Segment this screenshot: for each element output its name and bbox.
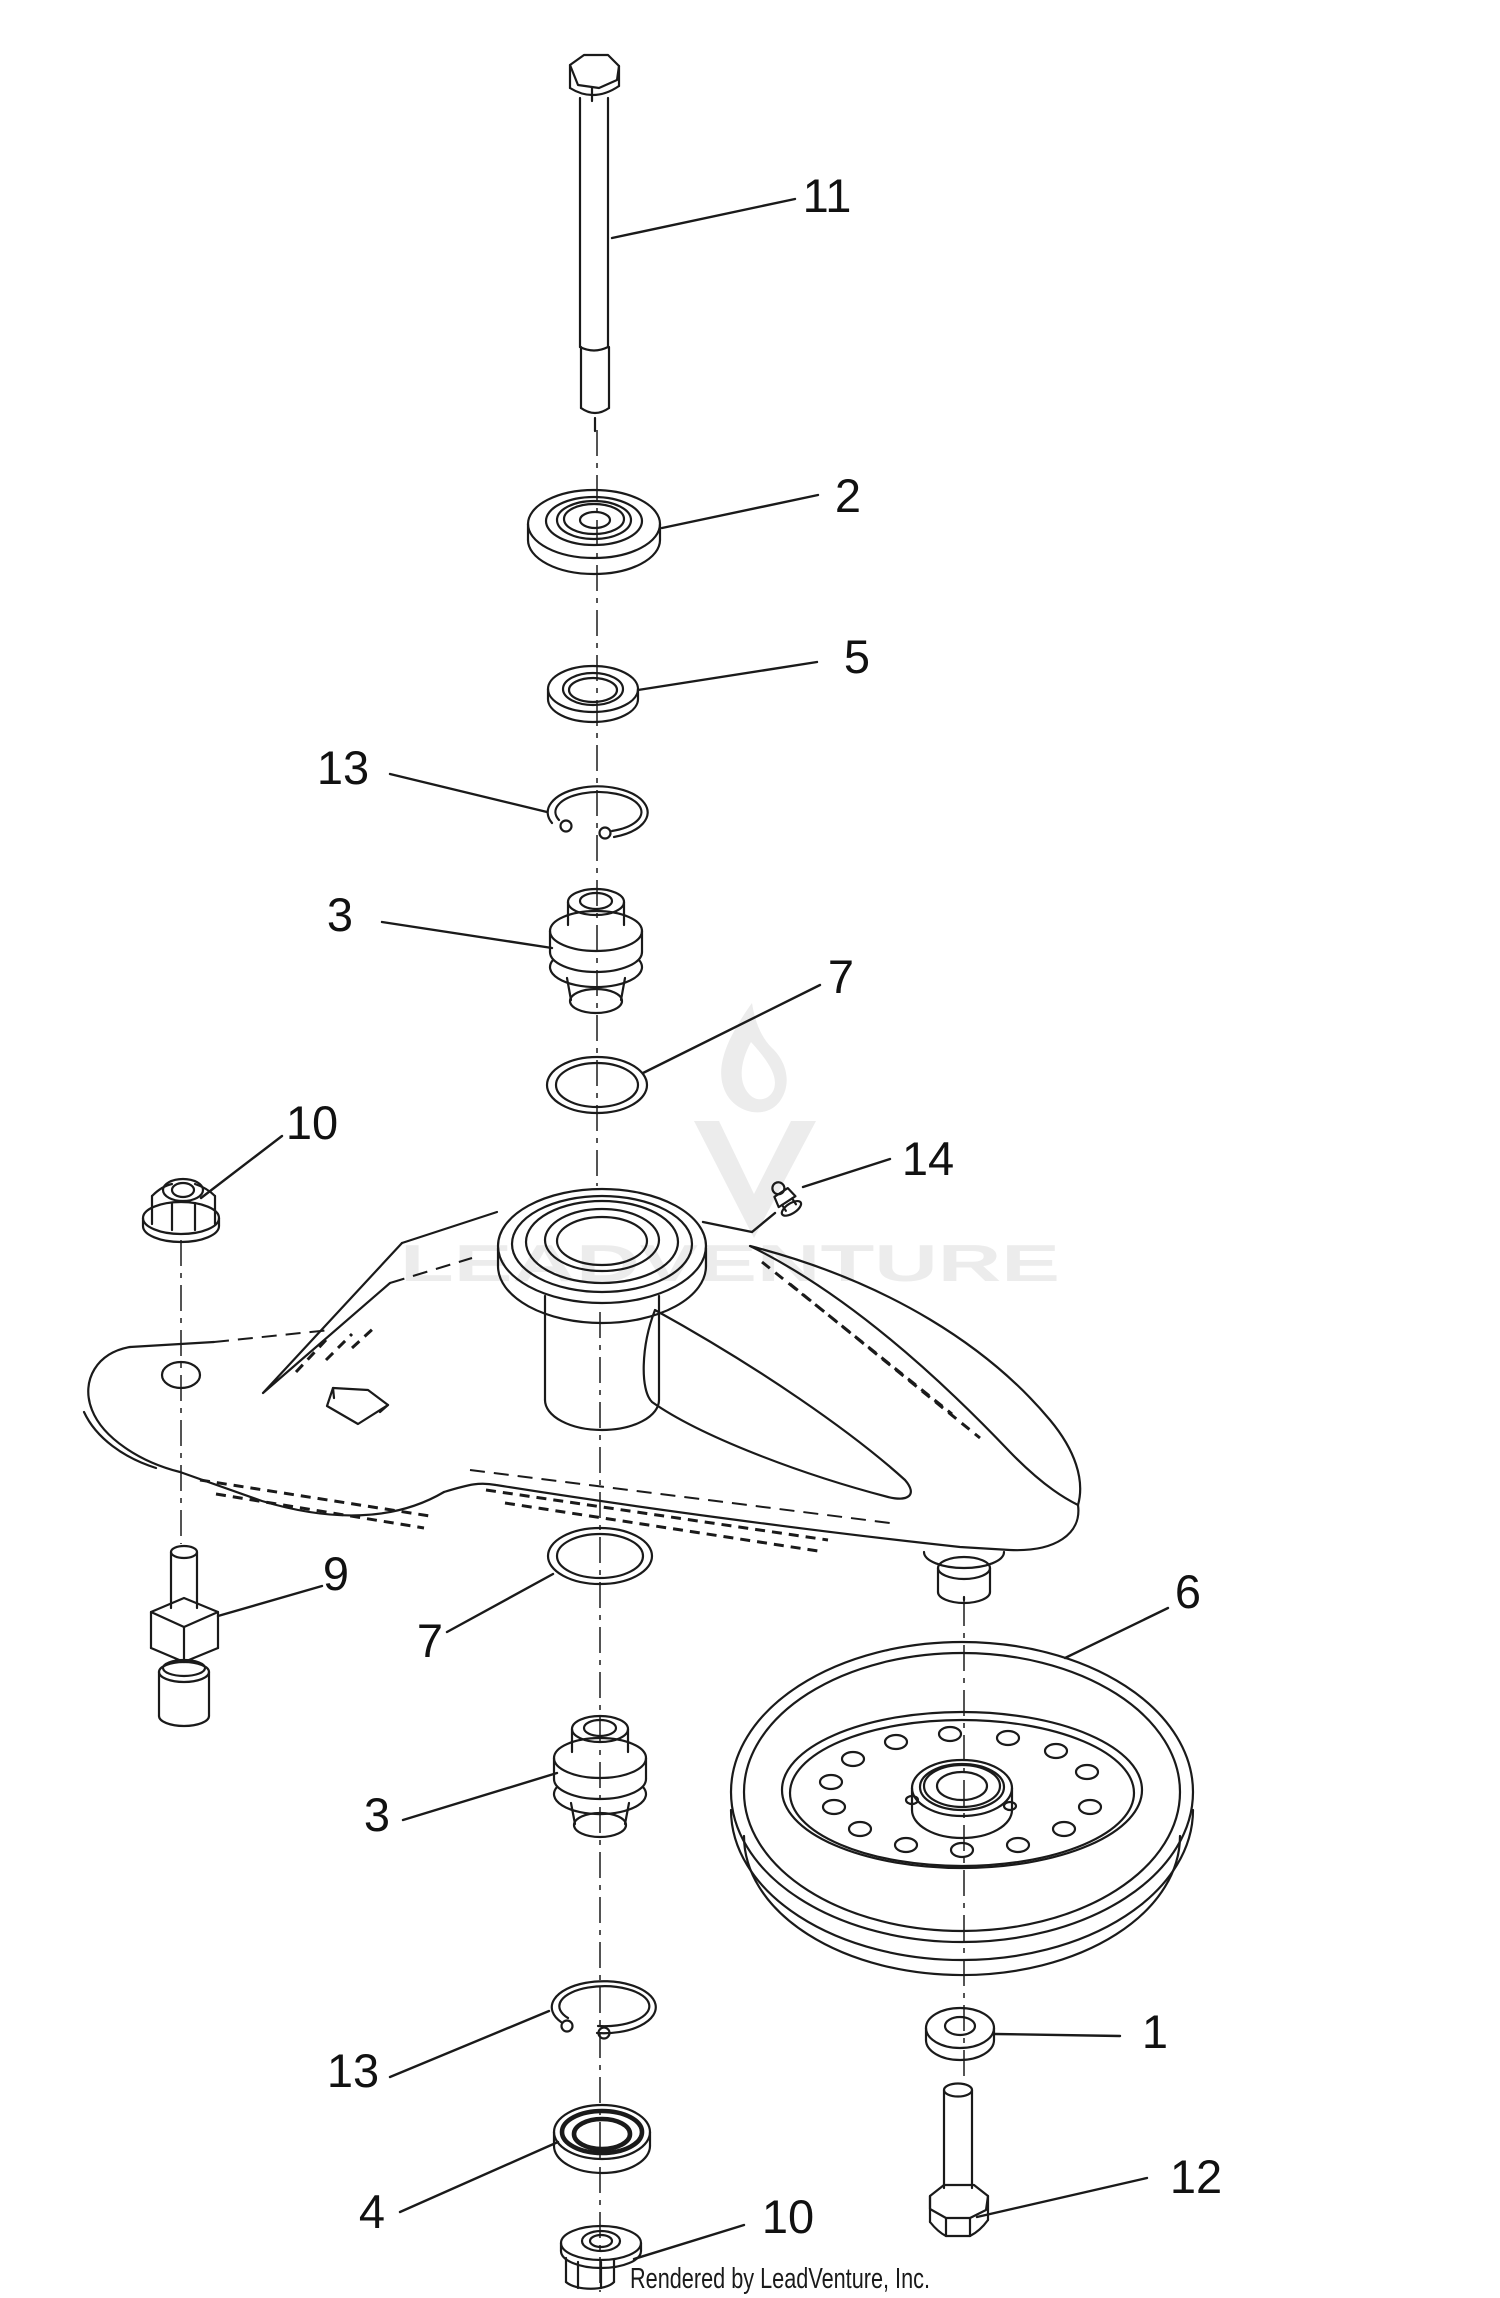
- callout-9: 9: [323, 1547, 349, 1600]
- callout-1: 1: [1142, 2005, 1168, 2058]
- part-bearing-seal-4: [552, 2103, 652, 2175]
- shield-inner-cut: [719, 1121, 791, 1194]
- callout-4: 4: [359, 2185, 385, 2238]
- rendered-by-credit: Rendered by LeadVenture, Inc.: [630, 2263, 930, 2295]
- part-o-ring-7-bottom: [546, 1526, 654, 1586]
- callout-13-top: 13: [317, 741, 369, 794]
- part-flat-washer-1: [924, 2006, 996, 2062]
- callout-13-bottom: 13: [327, 2044, 379, 2097]
- callout-5: 5: [844, 630, 870, 683]
- callout-2: 2: [835, 469, 861, 522]
- part-shoulder-bolt-9: [149, 1544, 220, 1728]
- idler-arm-bracket: [82, 1187, 1082, 1605]
- part-bearing-cap-2: [526, 488, 662, 576]
- callout-7-top: 7: [828, 950, 854, 1003]
- watermark-text: LEADVENTURE: [400, 1235, 1060, 1293]
- callout-10-bottom: 10: [762, 2190, 814, 2243]
- callout-11: 11: [803, 169, 852, 222]
- callout-14: 14: [902, 1132, 954, 1185]
- callout-3-top: 3: [327, 888, 353, 941]
- callout-leader-lines: [199, 197, 1170, 2261]
- leadventure-watermark: LEADVENTURE: [400, 1003, 1060, 1293]
- callout-12: 12: [1170, 2150, 1222, 2203]
- part-o-ring-7-top: [545, 1055, 649, 1115]
- pulley-holes: [818, 1725, 1103, 1859]
- part-snap-ring-13-top: [546, 785, 649, 840]
- part-flat-idler-pulley-6: [729, 1640, 1195, 1977]
- part-spacer-bushing-3-top: [548, 887, 644, 1015]
- part-spacer-bushing-3-bottom: [552, 1714, 648, 1839]
- part-grease-fitting-14: [771, 1181, 803, 1217]
- callout-labels: 11 2 5 13 3 7 10 14 9 7 3 6 1 13 4 10 12: [286, 169, 1222, 2243]
- part-hex-bolt-12: [928, 2082, 990, 2238]
- flame-inner-cut: [741, 1042, 775, 1100]
- part-snap-ring-13-bottom: [550, 1980, 657, 2040]
- callout-6: 6: [1175, 1565, 1201, 1618]
- part-flange-nut-10-bottom: [559, 2224, 643, 2290]
- callout-10-left: 10: [286, 1096, 338, 1149]
- callout-3-bottom: 3: [364, 1788, 390, 1841]
- callout-7-bottom: 7: [417, 1614, 443, 1667]
- part-seal-washer-5: [546, 664, 640, 724]
- part-flange-nut-10-left: [141, 1177, 221, 1244]
- part-hex-bolt-11: [568, 53, 621, 433]
